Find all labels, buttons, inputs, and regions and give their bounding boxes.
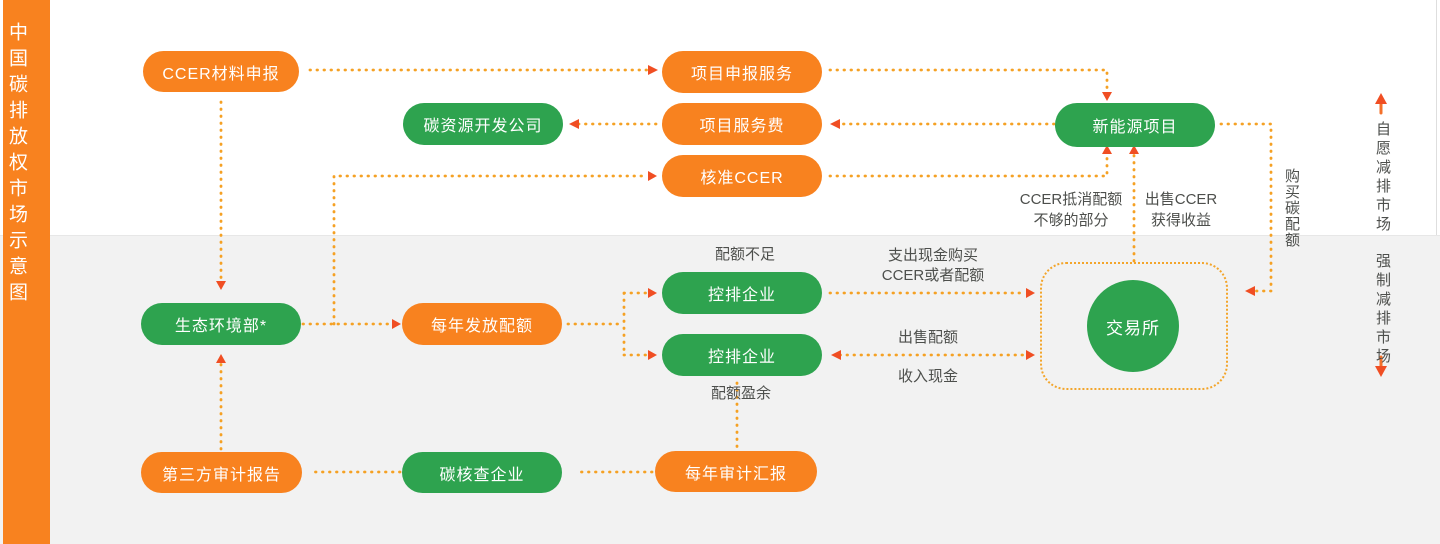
node-carbon-verifier: 碳核查企业	[402, 452, 562, 493]
label-ccer-offset: CCER抵消配额 不够的部分	[991, 189, 1151, 231]
label-buy-quota: 购买碳配额	[1283, 168, 1300, 248]
label-pay-cash-line2: CCER或者配额	[881, 267, 985, 284]
node-ccer-material: CCER材料申报	[143, 51, 299, 92]
node-annual-audit: 每年审计汇报	[655, 451, 817, 492]
node-project-fee: 项目服务费	[662, 103, 822, 145]
node-approved-ccer: 核准CCER	[662, 155, 822, 197]
node-annual-quota: 每年发放配额	[402, 303, 562, 345]
node-third-party-report: 第三方审计报告	[141, 452, 302, 493]
exchange-boundary-box	[1040, 262, 1228, 390]
label-quota-short: 配额不足	[714, 246, 775, 263]
label-pay-cash: 支出现金购买 CCER或者配额	[848, 246, 1018, 286]
node-emitter-surplus: 控排企业	[662, 334, 822, 376]
label-ccer-offset-line1: CCER抵消配额	[1019, 191, 1123, 208]
content-right-border	[1436, 0, 1437, 235]
label-sell-ccer: 出售CCER 获得收益	[1101, 189, 1261, 231]
label-quota-surplus: 配额盈余	[710, 385, 771, 402]
label-sell-ccer-line1: 出售CCER	[1144, 191, 1218, 208]
node-emitter-short: 控排企业	[662, 272, 822, 314]
label-pay-cash-line1: 支出现金购买	[887, 247, 978, 264]
node-exchange: 交易所	[1087, 280, 1179, 372]
label-ccer-offset-line2: 不够的部分	[1033, 212, 1109, 229]
sidebar-title-bar: 中国碳排放权市场示意图	[3, 0, 50, 544]
label-voluntary-market: 自愿减排市场	[1374, 121, 1391, 235]
node-moee: 生态环境部*	[141, 303, 301, 345]
label-sell-quota: 出售配额	[897, 329, 958, 346]
node-project-apply: 项目申报服务	[662, 51, 822, 93]
diagram-title: 中国碳排放权市场示意图	[6, 22, 27, 308]
label-mandatory-market: 强制减排市场	[1374, 253, 1391, 367]
node-carbon-dev-co: 碳资源开发公司	[403, 103, 563, 145]
label-sell-ccer-line2: 获得收益	[1150, 212, 1211, 229]
node-new-energy: 新能源项目	[1055, 103, 1215, 147]
label-income-cash: 收入现金	[897, 368, 958, 385]
